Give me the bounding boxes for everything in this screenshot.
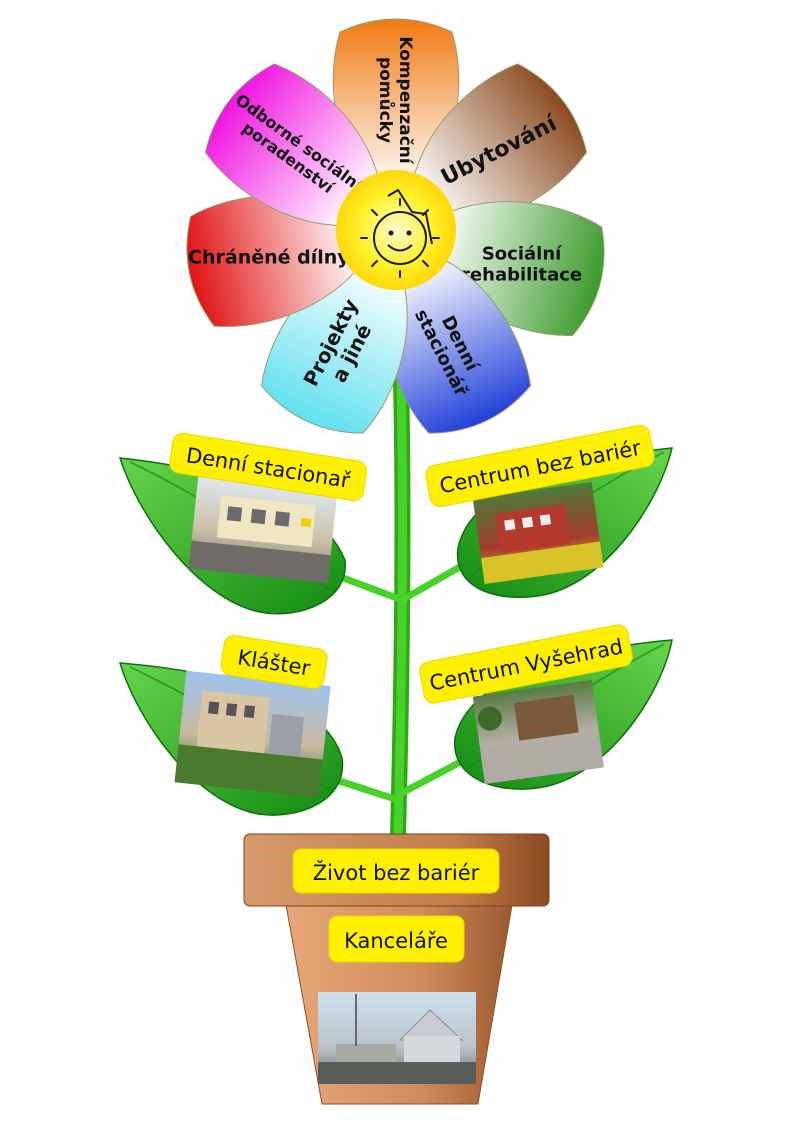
petal-label-chranene-dilny-line-1: Chráněné dílny xyxy=(188,247,350,269)
photo-denni-stacionar xyxy=(188,476,338,584)
petal-label-socialni-rehabilitace-line-1: Sociální xyxy=(482,243,562,264)
petal-label-kompenzacni-line-2: pomůcky xyxy=(375,57,397,143)
photo-centrum-vysehrad xyxy=(472,680,604,784)
pot-body-label-box xyxy=(328,915,465,963)
branch-lower-right xyxy=(394,754,472,799)
flower-pot: Život bez bariér Kanceláře xyxy=(243,833,550,1105)
pot-rim-label-box xyxy=(292,848,500,894)
petal-label-kompenzacni-line-1: Kompenzační xyxy=(395,36,415,165)
pot-rim-label: Život bez bariér xyxy=(313,860,480,885)
branch-lower-left xyxy=(326,774,402,804)
photo-centrum-bez-barier xyxy=(472,482,604,584)
label-klaster: Klášter xyxy=(220,635,328,689)
petal-ubytovani: Ubytování xyxy=(410,63,588,227)
pot-body-label: Kanceláře xyxy=(344,929,448,953)
office-building-photo xyxy=(318,992,476,1084)
petal-label-socialni-rehabilitace-line-2: rehabilitace xyxy=(461,265,582,286)
petal-chranene-dilny: Chráněné dílny xyxy=(186,194,366,327)
photo-klaster xyxy=(174,670,331,798)
smiling-sun-wheelchair-logo xyxy=(336,170,456,290)
